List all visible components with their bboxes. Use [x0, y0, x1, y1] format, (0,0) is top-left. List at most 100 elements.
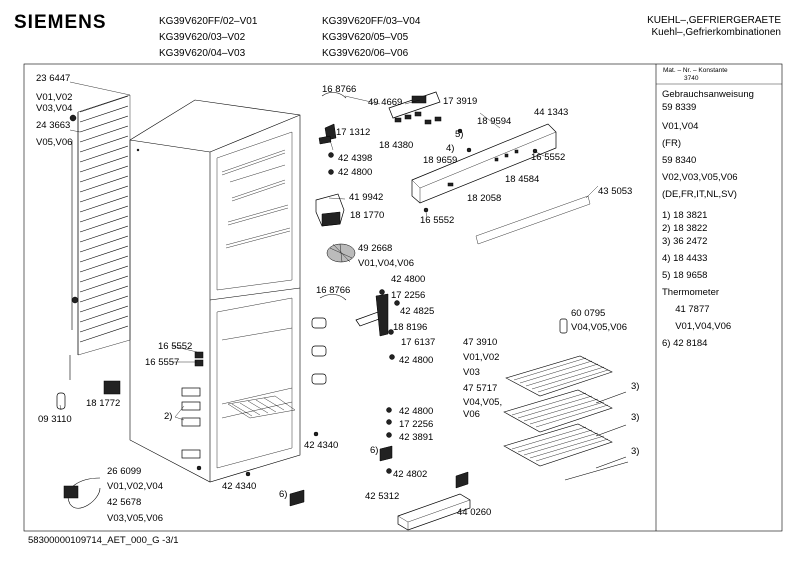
part-label: 17 1312: [336, 127, 371, 138]
part-label: 42 4340: [222, 481, 257, 492]
part-label: V04,V05,V06: [571, 322, 627, 333]
bracket-171312: [318, 123, 337, 145]
sidebar-list: Gebrauchsanweisung 59 8339 V01,V04 (FR) …: [662, 88, 754, 350]
leader-lines: [59, 81, 599, 421]
part-label: V03,V04: [36, 103, 73, 114]
part-label: V01,V02: [36, 92, 73, 103]
part-label: 3): [631, 381, 640, 392]
part-label: 17 2256: [391, 290, 426, 301]
part-label: 16 8766: [322, 84, 357, 95]
trim-strip: [475, 195, 591, 245]
sidebar-line: 4) 18 4433: [662, 253, 708, 264]
part-label: 4): [446, 143, 455, 154]
part-label: 44 1343: [534, 107, 569, 118]
sidebar-line: 59 8340: [662, 155, 697, 166]
sidebar-line: 6) 42 8184: [662, 338, 708, 349]
control-module: [388, 91, 442, 125]
part-label: 23 6447: [36, 73, 71, 84]
part-label: 17 2256: [399, 419, 434, 430]
part-label: 42 4800: [391, 274, 426, 285]
cabinet: [129, 99, 301, 483]
model-item: KG39V620/03–V02: [159, 32, 246, 43]
model-item: KG39V620/05–V05: [322, 32, 409, 43]
screw-group: [196, 128, 538, 477]
model-item: KG39V620FF/03–V04: [322, 16, 421, 27]
handle-clip: [455, 471, 469, 489]
part-label: 6): [279, 489, 288, 500]
rail-part: [595, 424, 627, 437]
sidebar-line: 1) 18 3821: [662, 210, 708, 221]
part-label: 16 8766: [316, 285, 351, 296]
sidebar-line: 5) 18 9658: [662, 270, 708, 281]
part-label: V03,V05,V06: [107, 513, 163, 524]
part-label: 2): [164, 411, 173, 422]
category-line: KUEHL–,GEFRIERGERAETE: [647, 15, 781, 26]
sidebar-line: 3) 36 2472: [662, 236, 708, 247]
sidebar-line: V01,V04: [662, 121, 699, 132]
shelf-1: [505, 355, 613, 397]
hinge-bracket: [355, 293, 389, 337]
model-item: KG39V620/04–V03: [159, 48, 246, 59]
thermometer-part: [559, 318, 568, 334]
part-label: 3): [631, 446, 640, 457]
hinge-group: [311, 317, 327, 385]
part-label: 17 3919: [443, 96, 478, 107]
model-item: KG39V620/06–V06: [322, 48, 409, 59]
part-label: 24 3663: [36, 120, 71, 131]
part-label: 26 6099: [107, 466, 142, 477]
sidebar-line: [662, 201, 754, 209]
part-label: 16 5552: [420, 215, 455, 226]
part-label: 41 9942: [349, 192, 384, 203]
part-label: 18 1772: [86, 398, 121, 409]
part-label: 42 4802: [393, 469, 428, 480]
part-label: 42 5312: [365, 491, 400, 502]
shelf-2: [503, 389, 613, 433]
rail-part: [564, 461, 629, 481]
wire-part: [319, 294, 347, 301]
part-label: 16 5552: [158, 341, 193, 352]
sidebar-line: Gebrauchsanweisung: [662, 89, 754, 100]
part-label: 16 5557: [145, 357, 180, 368]
bracket-6: [379, 445, 393, 462]
condenser-coil: [69, 94, 131, 380]
sidebar-line: (DE,FR,IT,NL,SV): [662, 189, 737, 200]
sidebar-line: 59 8339: [662, 102, 697, 113]
shelf-3: [503, 423, 613, 467]
rail-part: [595, 391, 627, 404]
part-label: 6): [370, 445, 379, 456]
part-label: 42 4398: [338, 153, 373, 164]
part-label: 42 4800: [399, 406, 434, 417]
part-label: 18 4584: [505, 174, 540, 185]
part-label: 47 3910: [463, 337, 498, 348]
part-label: 09 3110: [38, 414, 72, 425]
part-label: 18 4380: [379, 140, 414, 151]
part-label: 60 0795: [571, 308, 606, 319]
sidebar-line: V02,V03,V05,V06: [662, 172, 738, 183]
sidebar-line: 41 7877: [662, 304, 710, 315]
part-label: V05,V06: [36, 137, 73, 148]
part-label: 44 0260: [457, 507, 492, 518]
part-label: 16 5552: [531, 152, 566, 163]
foot-part: [56, 392, 66, 410]
cable-part: [67, 477, 101, 509]
control-panel: [411, 123, 557, 204]
part-label: V01,V04,V06: [358, 258, 414, 269]
part-label: 43 5053: [598, 186, 633, 197]
part-label: 42 4800: [399, 355, 434, 366]
sidebar-heading: Mat. – Nr. – Konstante: [663, 67, 728, 74]
brand-logo: SIEMENS: [14, 12, 107, 33]
sidebar-line: 2) 18 3822: [662, 223, 708, 234]
category-line: Kuehl–,Gefrierkombinationen: [651, 27, 781, 38]
part-label: 42 5678: [107, 497, 142, 508]
part-label: V03: [463, 367, 480, 378]
part-label: 18 8196: [393, 322, 428, 333]
part-label: 47 5717: [463, 383, 498, 394]
category-block: KUEHL–,GEFRIERGERAETE Kuehl–,Gefrierkomb…: [647, 15, 781, 39]
part-label: V06: [463, 409, 480, 420]
drawing-frame: [23, 63, 783, 532]
part-label: 18 2058: [467, 193, 502, 204]
part-label: 5): [455, 129, 464, 140]
part-label: V01,V02,V04: [107, 481, 163, 492]
part-label: 3): [631, 412, 640, 423]
